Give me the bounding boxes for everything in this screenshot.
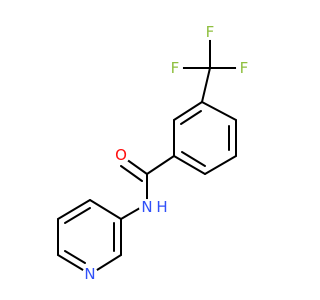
bond-ring-1 (201, 101, 237, 121)
bond-c-o-2 (120, 165, 143, 182)
bond-ring-carbonyl (146, 155, 175, 175)
pyridine-nitrogen-atom: N (84, 265, 95, 283)
bond-py-1 (89, 199, 122, 220)
bond-n-pyridine (120, 207, 141, 220)
molecule-structure: F F F O N H N (57, 23, 252, 283)
bond-py-double-1 (64, 207, 91, 224)
fluorine-atom-left: F (171, 59, 180, 77)
bond-c-o-1 (125, 158, 148, 175)
bond-py-5 (96, 254, 122, 271)
bond-ring-double-2 (181, 151, 206, 167)
bond-cf3-ring (201, 67, 211, 103)
bond-ring-4 (173, 155, 206, 175)
oxygen-atom: O (115, 146, 127, 164)
bond-py-4 (57, 254, 84, 271)
atom-labels: F F F O N H N (82, 23, 252, 283)
bond-py-double-2 (64, 250, 86, 264)
bond-py-2 (57, 199, 91, 220)
amide-hydrogen-atom: H (156, 198, 167, 216)
fluorine-atom-right: F (240, 59, 249, 77)
bond-ring-6 (173, 101, 203, 121)
bond-ring-double-3 (180, 110, 202, 125)
amide-nitrogen-atom: N (141, 198, 152, 216)
fluorine-atom-top: F (206, 23, 215, 41)
bond-ring-3 (204, 155, 237, 175)
bonds (57, 39, 239, 271)
